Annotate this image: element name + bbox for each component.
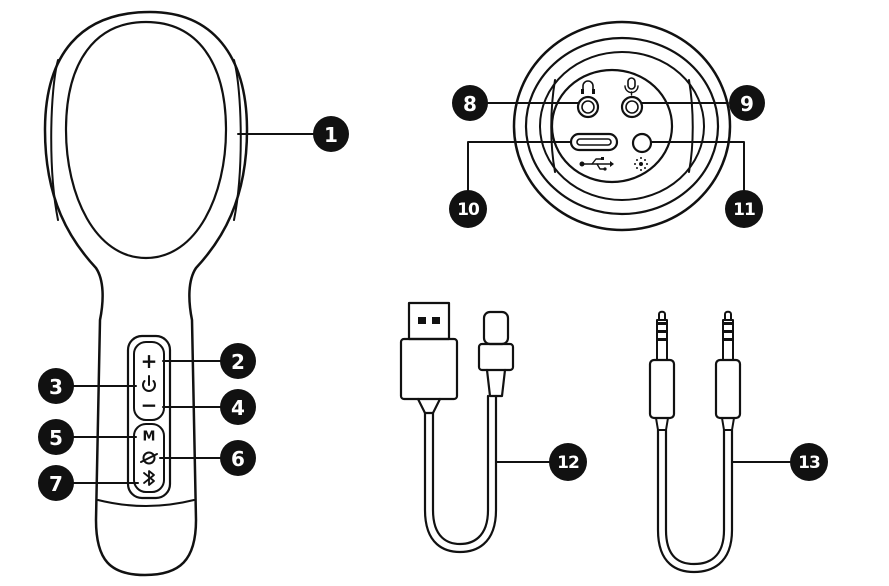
svg-text:13: 13 (798, 453, 820, 473)
callout-11: 11 (725, 190, 763, 228)
usb-icon (579, 157, 614, 171)
callout-12: 12 (549, 443, 587, 481)
svg-text:5: 5 (49, 426, 63, 450)
svg-text:7: 7 (49, 472, 63, 496)
microphone-port[interactable] (620, 95, 644, 119)
callout-6: 6 (220, 440, 256, 476)
callout-5: 5 (38, 419, 74, 455)
callout-2: 2 (220, 343, 256, 379)
svg-text:8: 8 (463, 92, 477, 116)
callout-8: 8 (452, 85, 488, 121)
usb-cable (399, 301, 515, 554)
speaker-bottom-view (512, 20, 732, 232)
callout-3: 3 (38, 368, 74, 404)
bluetooth-icon[interactable] (143, 470, 155, 486)
svg-text:9: 9 (740, 92, 754, 116)
echo-icon[interactable] (140, 451, 158, 465)
callout-1: 1 (313, 116, 349, 152)
callout-10: 10 (449, 190, 487, 228)
svg-text:11: 11 (733, 200, 755, 220)
light-icon (634, 157, 648, 171)
svg-text:6: 6 (231, 447, 245, 471)
headphone-icon (581, 80, 595, 94)
volume-down-button[interactable]: − (141, 393, 158, 417)
svg-text:1: 1 (324, 123, 338, 147)
svg-text:12: 12 (557, 453, 579, 473)
svg-text:10: 10 (457, 200, 480, 220)
usb-c-port[interactable] (569, 132, 619, 152)
aux-cable (648, 310, 742, 574)
svg-text:2: 2 (231, 350, 245, 374)
light-button[interactable] (631, 132, 653, 154)
volume-up-button[interactable]: + (141, 349, 158, 373)
callout-13: 13 (790, 443, 828, 481)
microphone-body (43, 10, 249, 577)
svg-text:3: 3 (49, 375, 63, 399)
callout-4: 4 (220, 389, 256, 425)
mode-button[interactable]: M (143, 430, 156, 445)
leader-lines (67, 102, 791, 484)
headphone-port[interactable] (576, 95, 600, 119)
callout-9: 9 (729, 85, 765, 121)
callout-7: 7 (38, 465, 74, 501)
microphone-icon (624, 77, 639, 96)
power-icon[interactable] (142, 375, 156, 392)
svg-text:4: 4 (231, 396, 245, 420)
